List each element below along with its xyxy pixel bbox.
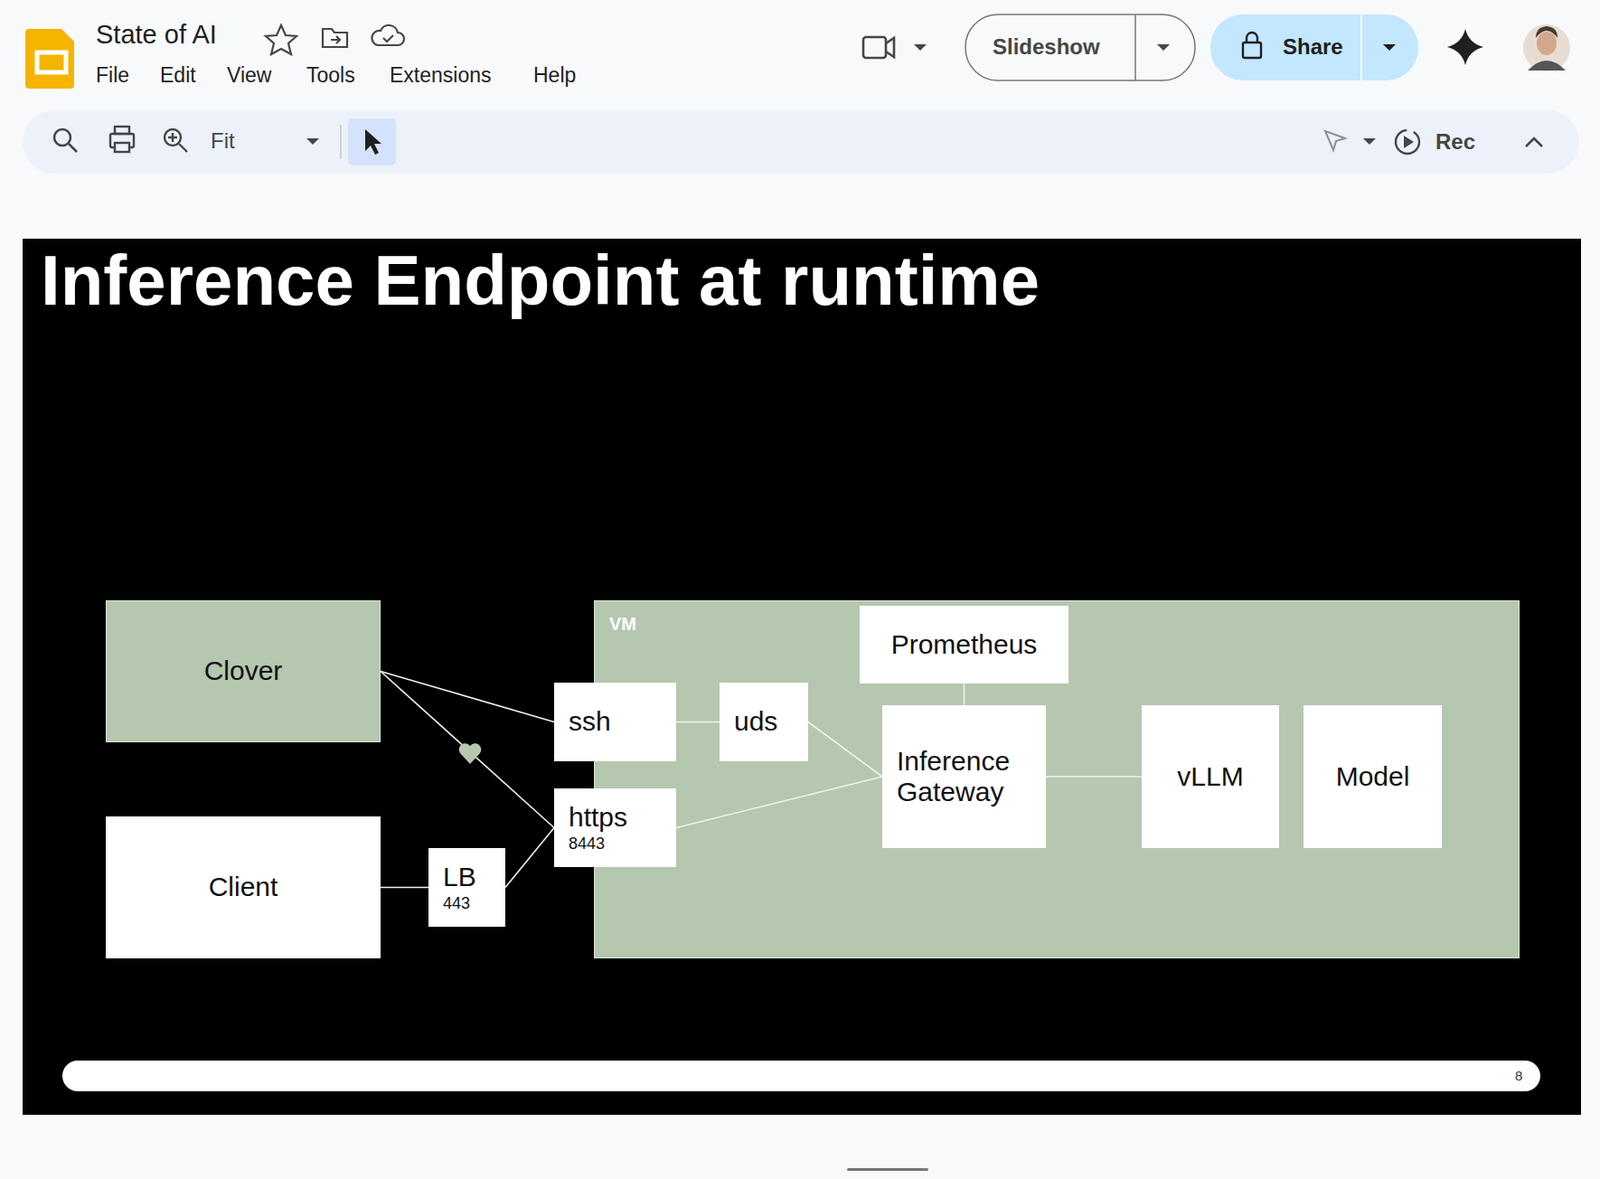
connector [505,828,555,888]
connector-line [380,671,555,723]
component-box: Prometheus [859,605,1069,684]
port-box: https8443 [554,788,677,867]
gateway-box: Inference Gateway [882,705,1046,848]
lock-icon [1242,32,1262,58]
node-label: Prometheus [891,629,1038,661]
slide-number: 8 [1515,1067,1523,1083]
node-label: Client [208,871,279,904]
button-label: Rec [1435,129,1476,155]
slides-logo [25,28,75,89]
node-label: Clover [204,655,283,688]
share-button [1210,14,1419,81]
progress-bar [62,1060,1541,1092]
connector [380,671,555,829]
caret-icon [306,138,320,145]
port-number: 8443 [568,834,605,854]
button-divider [1360,14,1363,81]
port-box: ssh [554,682,677,762]
zoom-level: Fit [210,128,236,154]
node-label: uds [734,705,778,738]
node-label: vLLM [1176,761,1243,793]
node-label: ssh [568,705,612,738]
cursor-icon [365,129,382,155]
print-icon [110,126,134,152]
search-icon [54,129,77,152]
engine-box: vLLM [1141,705,1280,848]
star-icon [265,25,297,55]
pointer-icon [1325,131,1346,151]
button-label: Slideshow [992,34,1101,60]
connector-line [380,671,555,829]
menu-item: Help [533,63,576,87]
connector-line [380,886,429,889]
document-title: State of AI [95,19,217,50]
caret-icon [1383,44,1396,51]
port-number: 443 [442,894,471,913]
connector-line [505,828,555,888]
collapse-icon [1525,138,1543,147]
heart-icon [459,743,482,764]
slide-title: Inference Endpoint at runtime [40,240,1040,322]
menu-item: File [95,63,130,87]
node-label: https [568,801,628,834]
load-balancer-box: LB443 [428,847,506,927]
client-box: Client [105,816,381,959]
caret-icon [913,44,927,51]
caret-icon [1157,44,1170,51]
menu-item: View [226,63,272,87]
node-label: VM [609,613,637,635]
meet-icon [863,37,895,58]
toolbar [22,110,1580,174]
connector [380,886,429,888]
menu-item: Edit [160,63,197,87]
caret-icon [1363,138,1376,145]
node-label: Model [1336,761,1411,793]
menu-item: Extensions [389,63,492,87]
cloud-icon [371,25,405,46]
gemini-icon [1447,28,1484,66]
panel-handle [847,1167,929,1171]
node-label: LB [442,861,477,894]
model-box: Model [1303,705,1442,848]
record-icon [1395,130,1420,154]
button-divider [1134,14,1137,81]
folder-icon [322,28,348,48]
vm-container: VMPrometheussshudshttps8443Inference Gat… [593,600,1520,959]
app-chrome [0,0,1600,236]
toolbar-divider [339,124,342,160]
avatar [1523,24,1571,72]
button-label: Share [1282,34,1344,60]
zoom-icon [164,129,188,152]
service-box: Clover [105,600,381,743]
connector [380,671,555,723]
select-button [348,118,396,166]
socket-box: uds [719,682,809,762]
menu-item: Tools [306,63,356,87]
node-label: Inference Gateway [896,745,1015,809]
slideshow-button [965,14,1196,81]
